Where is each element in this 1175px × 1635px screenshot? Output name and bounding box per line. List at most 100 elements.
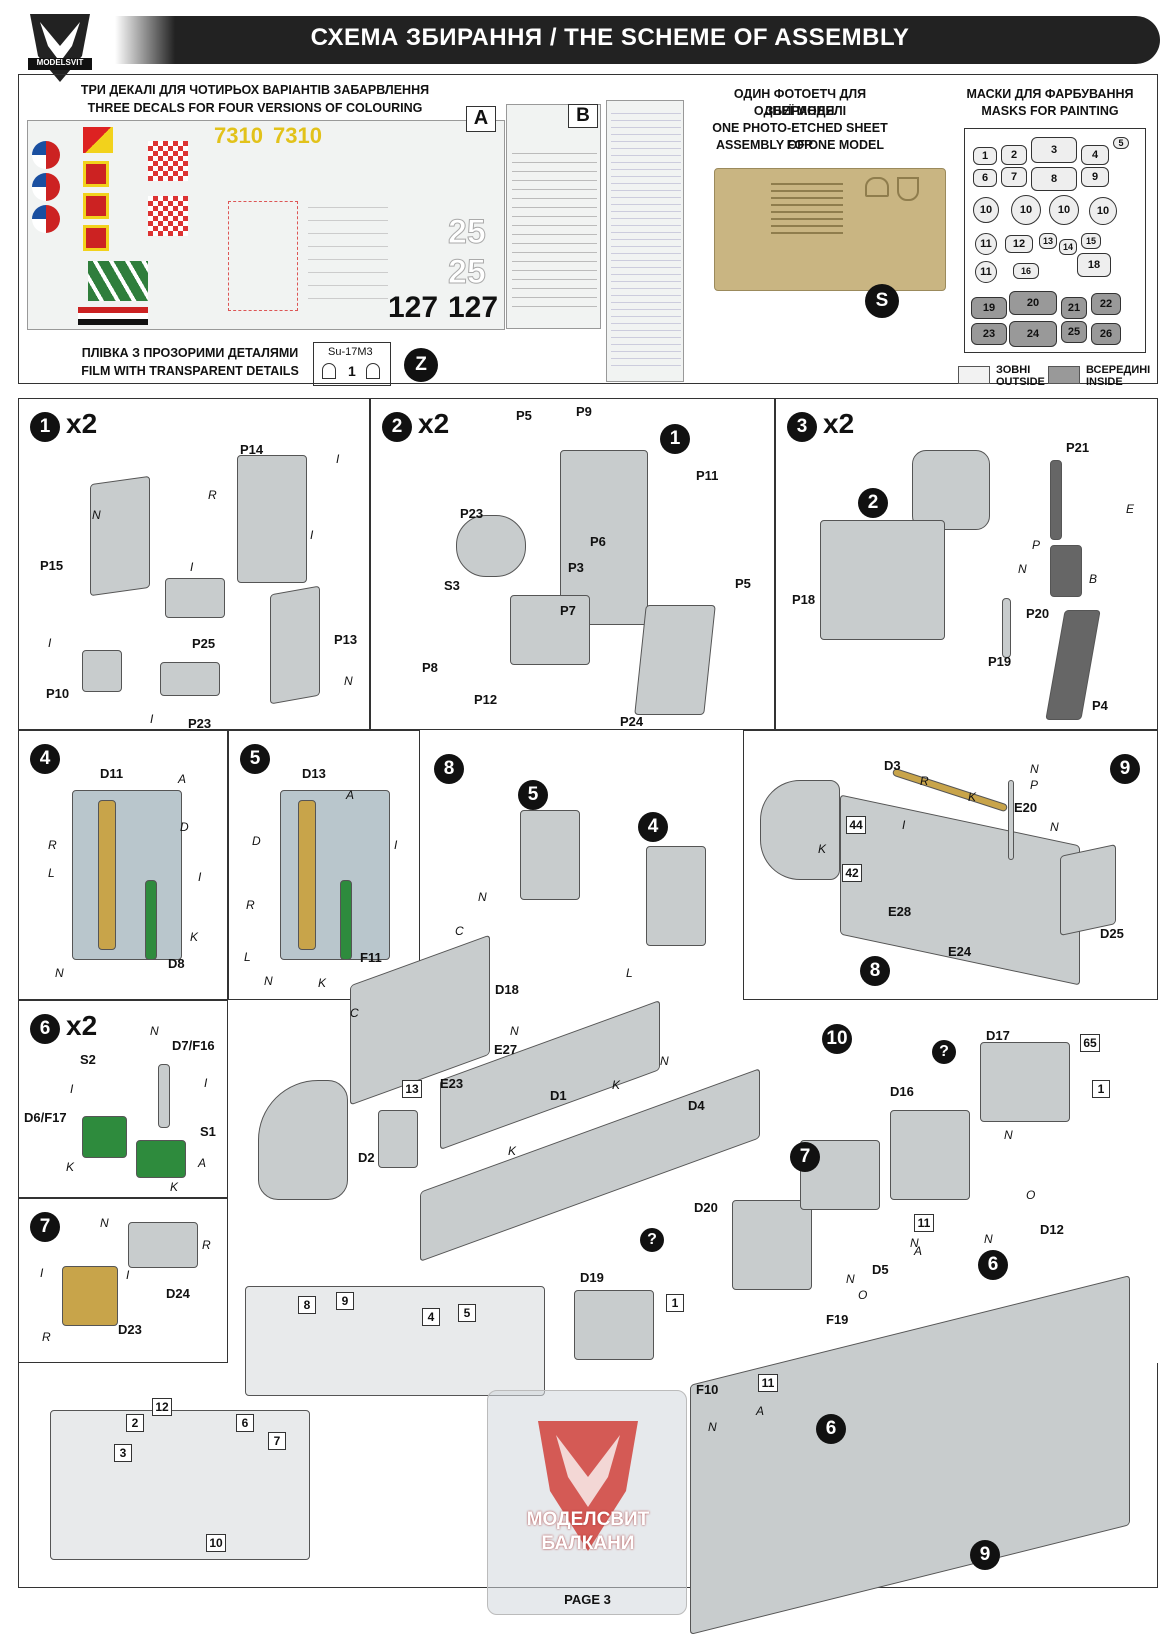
color-code: I [204,1076,208,1090]
part-label: P25 [192,636,216,651]
part-label: D20 [694,1200,718,1215]
decal-sheet-c [606,100,684,382]
pe-title-en-1: ONE PHOTO-ETCHED SHEET FOR [712,121,888,152]
seat-side-part [90,475,150,597]
watermark-logo-icon [538,1421,638,1551]
mask-piece: 4 [1081,145,1109,165]
insignia-icon [83,225,109,251]
part-label: D23 [118,1322,142,1337]
decal-sheet-a-label: A [466,106,496,132]
photoetch-sheet [714,168,946,291]
color-code: R [246,898,255,912]
roundel-icon [32,205,60,233]
step-8-number: 8 [434,754,464,784]
mask-piece: 23 [971,323,1007,345]
mask-piece: 9 [1081,167,1109,187]
mask-piece: 10 [1011,195,1041,225]
part-label: P5 [735,576,751,591]
step-6-multiplier: x2 [66,1010,98,1041]
part-label: P20 [1026,606,1050,621]
modelsvit-logo [20,6,100,86]
mask-piece: 10 [973,197,999,223]
page-title: СХЕМА ЗБИРАННЯ / THE SCHEME OF ASSEMBLY [310,24,910,51]
color-code: N [510,1024,519,1038]
part-label: D1 [550,1088,567,1103]
question-icon: ? [932,1040,956,1064]
part-label: D3 [884,758,901,773]
step-9-number: 9 [1110,754,1140,784]
part-label: E23 [440,1076,464,1091]
film-title-ua: ПЛІВКА З ПРОЗОРИМИ ДЕТАЛЯМИ [81,346,299,360]
color-code: D [180,820,189,834]
mask-piece: 7 [1001,167,1027,187]
overview-ref-box: 3 [114,1444,132,1462]
step-1-multiplier: x2 [66,408,98,439]
overview-ref-box: 8 [298,1296,316,1314]
intake-part [258,1080,348,1200]
step-2-panel [370,398,775,730]
mask-piece: 19 [971,297,1007,319]
color-code: N [1050,820,1059,834]
part-label: S3 [444,578,460,593]
color-code: N [660,1054,669,1068]
decal-ref-box: 44 [846,816,866,834]
overview-ref-box: 9 [336,1292,354,1310]
color-code: P [1032,538,1041,552]
part-label: P14 [240,442,264,457]
insignia-icon [83,193,109,219]
color-code: N [92,508,101,522]
color-code: I [902,818,906,832]
decal-ref-box: 11 [758,1374,778,1392]
part-label: D11 [100,766,124,781]
color-code: N [478,890,487,904]
part-label: D12 [1040,1222,1064,1237]
part-label: P3 [568,560,584,575]
part-label: P13 [334,632,358,647]
step-4-panel [18,730,228,1000]
pe-sheet-label: S [865,284,899,318]
part-label: E24 [948,944,972,959]
seat-lower-assembly [510,595,590,665]
mask-piece: 21 [1061,297,1087,319]
cockpit-sidewall [280,790,390,960]
step-reference: 2 [858,488,888,518]
part-label: D18 [495,982,519,997]
step-reference: 4 [638,812,668,842]
insignia-icon [83,127,113,153]
mask-piece: 10 [1049,195,1079,225]
step-10-number: 10 [822,1024,852,1054]
color-code: I [336,452,340,466]
color-code: K [190,930,199,944]
mask-piece: 8 [1031,167,1077,191]
step-reference: 5 [518,780,548,810]
lever-part [340,880,352,960]
part-label: P23 [188,716,212,731]
color-code: I [310,528,314,542]
decal-number: 25 [448,213,487,252]
color-code: R [48,838,57,852]
legend-inside-swatch [1048,366,1080,384]
decal-number: 127 [448,291,499,324]
part-label: P4 [1092,698,1108,713]
color-code: K [170,1180,179,1194]
mask-piece: 25 [1061,321,1087,343]
title-bar [120,16,1160,64]
pe-title-en-2: ASSEMBLY OF ONE MODEL [715,138,885,152]
color-code: N [100,1216,109,1230]
film-label: Su-17M3 [328,346,373,358]
step-3-number: 3 [787,412,817,442]
roundel-icon [32,141,60,169]
headrest-part [456,515,526,577]
seat-rail-part [634,605,716,715]
brand-name: MODELSVIT [36,58,84,67]
step-reference: 6 [978,1250,1008,1280]
part-label: F10 [696,1382,719,1397]
decal-sheet-b-label: B [568,104,598,128]
mask-piece: 15 [1081,233,1101,249]
color-code: E [1126,502,1135,516]
part-label: P15 [40,558,64,573]
part-label: D6/F17 [24,1110,67,1125]
color-code: A [914,1244,923,1258]
decal-sheet-a: 7310 7310 25 25 127 127 [27,120,505,330]
color-code: C [350,1006,359,1020]
